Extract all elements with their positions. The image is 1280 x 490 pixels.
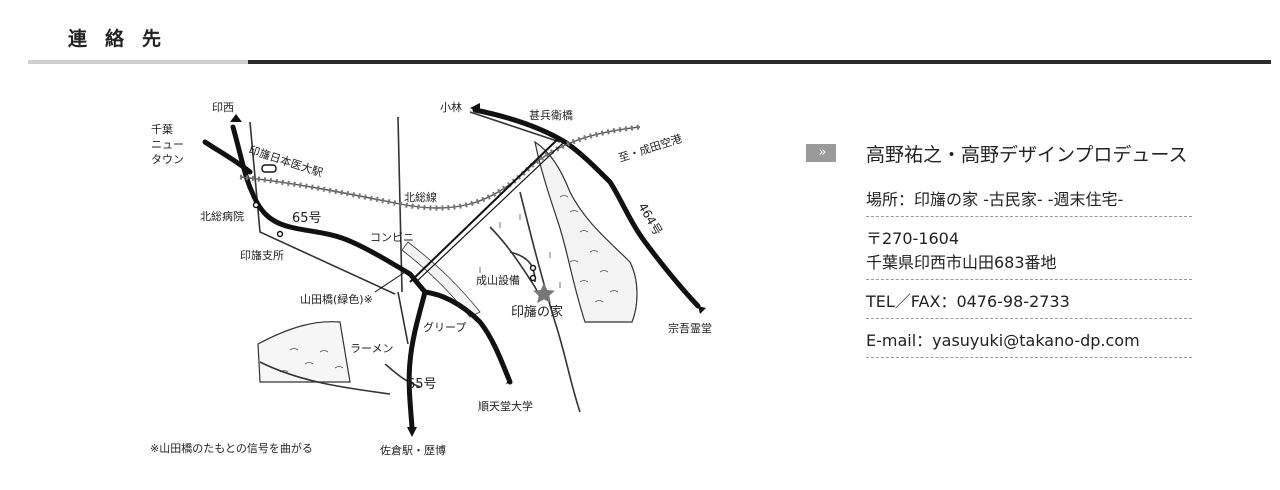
label-juntendo: 順天堂大学 — [478, 399, 533, 413]
label-narita-airport: 至・成田空港 — [617, 131, 684, 165]
station-marker — [261, 164, 277, 173]
contact-postal: 〒270-1604 — [866, 229, 960, 248]
contact-place-row: 場所：印旛の家 -古民家- -週末住宅- — [866, 186, 1192, 217]
contact-address: 千葉県印西市山田683番地 — [866, 253, 1057, 272]
title-rule-dark — [248, 60, 1271, 64]
label-kobayashi: 小林 — [440, 100, 462, 114]
hokuso-line — [409, 136, 561, 283]
contact-address-row: 〒270-1604 千葉県印西市山田683番地 — [866, 225, 1192, 280]
label-yamada-bridge: 山田橋(緑色)※ — [300, 292, 373, 306]
label-inzai: 印西 — [212, 101, 234, 114]
title-rule-light — [28, 60, 250, 64]
label-station: 印旛日本医大駅 — [247, 143, 325, 180]
contact-email-row[interactable]: E-mail：yasuyuki@takano-dp.com — [866, 327, 1192, 358]
section-title: 連絡先 — [68, 28, 180, 50]
direction-arrows — [230, 103, 706, 437]
label-convenience: コンビニ — [370, 231, 414, 244]
label-inba-house: 印旛の家 — [511, 304, 563, 320]
label-route65-south: 65号 — [407, 377, 437, 392]
access-map: 印西 千葉 ニュー タウン 印旛日本医大駅 北総病院 65号 印旛支所 北総線 … — [140, 82, 740, 467]
poi-markers — [252, 201, 537, 282]
contact-header: » 高野祐之・高野デザインプロデュース — [806, 140, 1196, 170]
contact-title: 高野祐之・高野デザインプロデュース — [866, 144, 1188, 166]
contact-tel: TEL／FAX：0476-98-2733 — [866, 292, 1070, 311]
label-chiba-newtown-2: ニュー — [151, 138, 184, 151]
green-area-lower-left — [257, 140, 638, 383]
inba-house-star — [533, 283, 555, 304]
pointer-line — [374, 269, 409, 293]
label-grip: グリープ — [423, 320, 466, 334]
contact-place: 場所：印旛の家 -古民家- -週末住宅- — [866, 190, 1124, 209]
contact-email[interactable]: E-mail：yasuyuki@takano-dp.com — [866, 331, 1140, 350]
river-marks — [279, 195, 619, 373]
label-hokuso-line: 北総線 — [404, 190, 437, 204]
contact-card: » 高野祐之・高野デザインプロデュース 場所：印旛の家 -古民家- -週末住宅-… — [806, 140, 1196, 358]
label-chiba-newtown-1: 千葉 — [151, 122, 173, 136]
label-inba-branch: 印旛支所 — [240, 248, 284, 262]
label-chiba-newtown-3: タウン — [151, 153, 184, 166]
contact-details: 場所：印旛の家 -古民家- -週末住宅- 〒270-1604 千葉県印西市山田6… — [866, 186, 1192, 358]
label-ramen: ラーメン — [350, 342, 394, 355]
label-sogo-reido: 宗吾霊堂 — [668, 321, 712, 335]
contact-tel-row: TEL／FAX：0476-98-2733 — [866, 288, 1192, 319]
railway — [239, 124, 641, 211]
label-route65-north: 65号 — [292, 211, 322, 226]
label-hokuso-hospital: 北総病院 — [200, 209, 244, 223]
double-chevron-icon: » — [806, 144, 836, 162]
label-naruyama: 成山設備 — [476, 273, 520, 287]
label-sakura: 佐倉駅・歴博 — [380, 443, 446, 457]
label-jinbee-bridge: 甚兵衛橋 — [529, 108, 573, 122]
label-note: ※山田橋のたもとの信号を曲がる — [150, 441, 313, 455]
